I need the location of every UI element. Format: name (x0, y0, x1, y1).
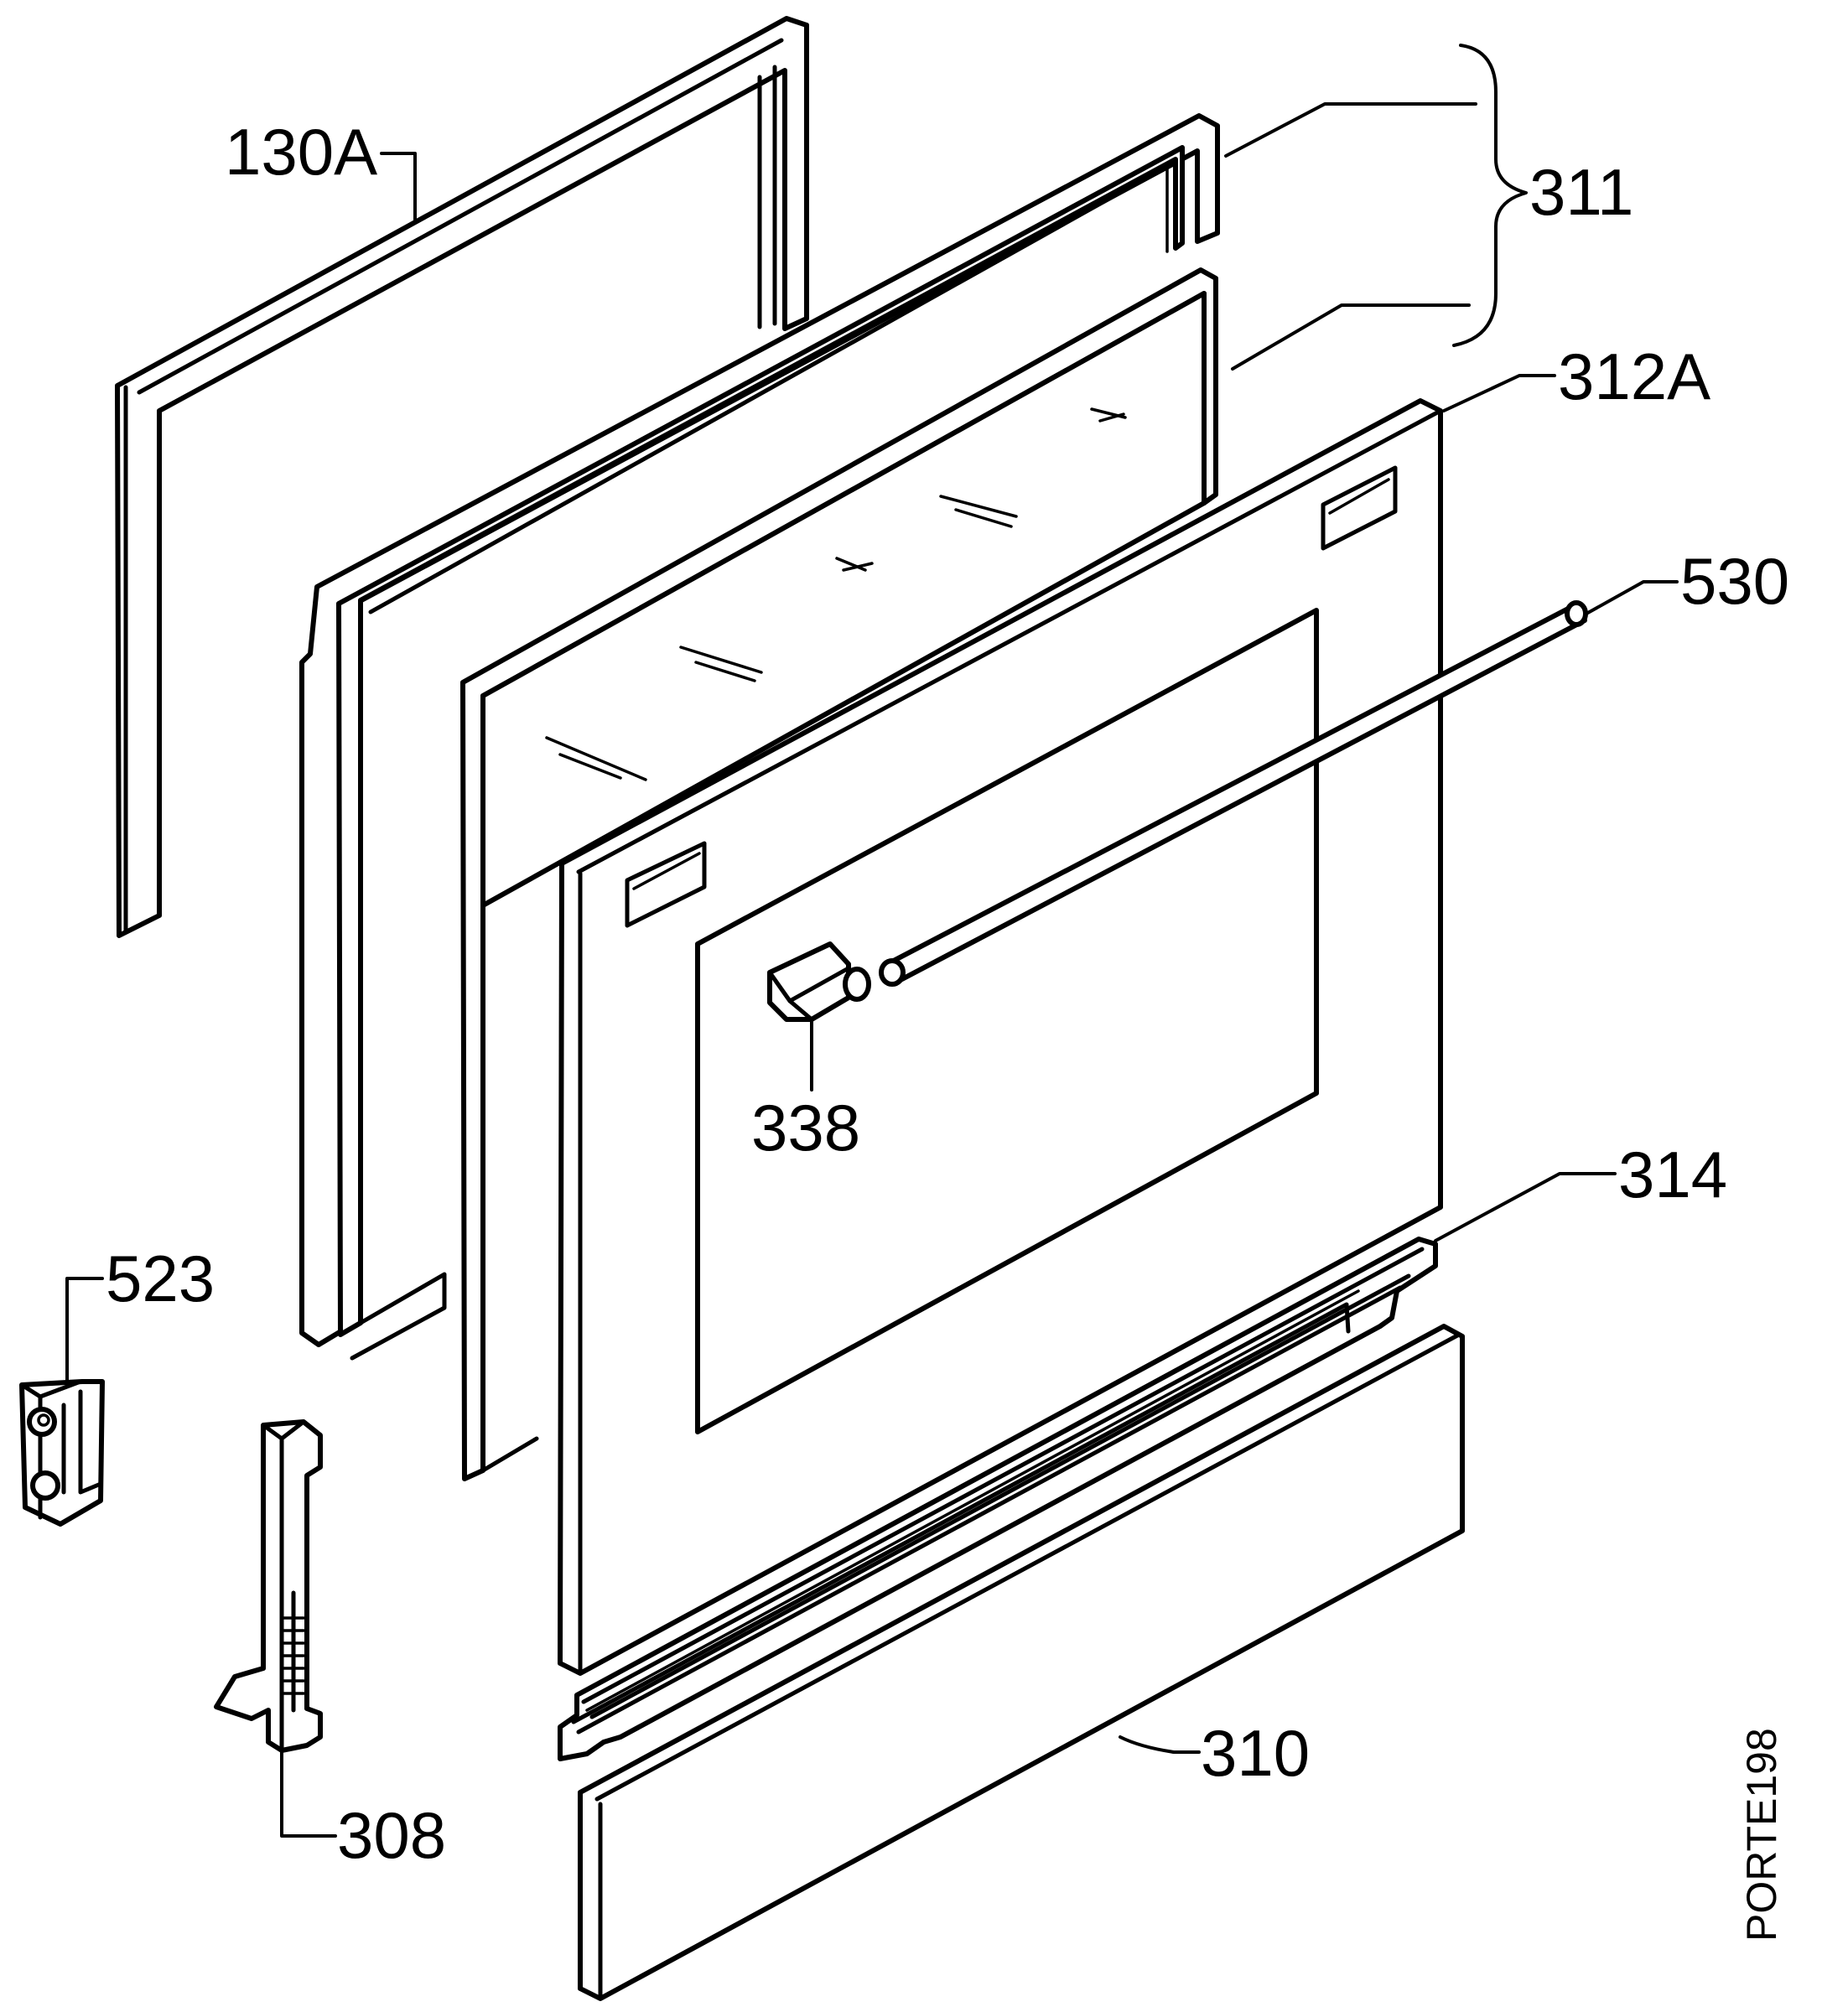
hinge-bracket-523 (19, 1379, 105, 1527)
leader-312a (1442, 374, 1556, 412)
label-338: 338 (751, 1091, 860, 1164)
leader-130a (380, 152, 417, 221)
label-311: 311 (1529, 155, 1633, 229)
vent-slot-right (1321, 465, 1398, 551)
leader-314 (1434, 1172, 1617, 1242)
label-310: 310 (1201, 1716, 1310, 1790)
leader-530 (1585, 580, 1679, 615)
leader-308 (280, 1749, 337, 1838)
trim-profile-314 (558, 1237, 1438, 1761)
part-labels: 130A 311 312A 530 338 314 523 308 310 PO… (106, 115, 1789, 1942)
glass-reflection-marks (545, 407, 1127, 781)
brace-311 (1452, 44, 1528, 347)
leader-311-lower (1231, 303, 1471, 371)
leader-523 (65, 1277, 104, 1388)
label-530: 530 (1680, 544, 1789, 618)
window-opening (695, 608, 1319, 1434)
leader-lines (65, 44, 1679, 1838)
label-312a: 312A (1558, 340, 1710, 413)
drawing-code: PORTE198 (1738, 1728, 1785, 1942)
leader-310 (1119, 1735, 1201, 1754)
vent-slot-left (625, 841, 707, 928)
end-cap-338 (767, 941, 871, 1022)
label-314: 314 (1618, 1138, 1727, 1211)
glass-panel (460, 267, 1218, 1481)
label-308: 308 (337, 1798, 446, 1872)
front-panel-312a (558, 398, 1443, 1676)
hinge-slider-308 (214, 1419, 323, 1753)
label-130a: 130A (225, 115, 377, 189)
bottom-strip-310 (578, 1324, 1465, 2001)
label-523: 523 (106, 1242, 215, 1315)
handle-rod-530 (879, 600, 1588, 987)
seal-frame-130a (115, 16, 809, 938)
leader-311-upper (1224, 102, 1477, 158)
inner-frame-311 (299, 113, 1220, 1361)
